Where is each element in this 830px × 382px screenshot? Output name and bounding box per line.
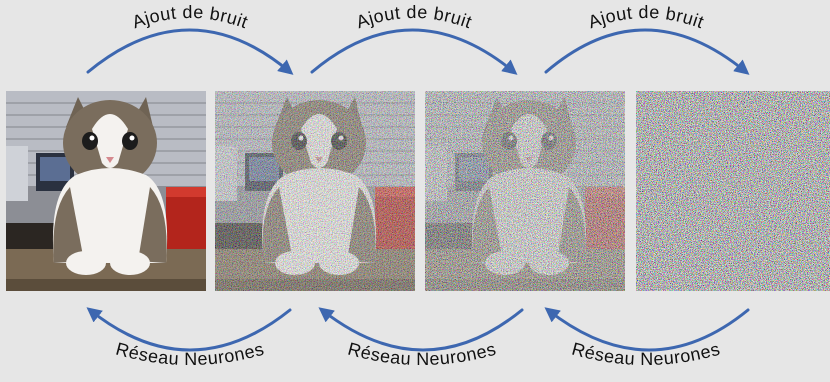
arrow-left-icon bbox=[318, 307, 524, 352]
arrow-right-icon bbox=[86, 28, 294, 75]
noisy-cat-image-1 bbox=[214, 90, 416, 292]
forward-label: Ajout de bruit bbox=[354, 2, 475, 32]
forward-label: Ajout de bruit bbox=[586, 2, 707, 32]
arrow-right-icon bbox=[310, 28, 518, 75]
noise-layer bbox=[636, 91, 830, 291]
noisy-cat-image-2 bbox=[424, 90, 626, 292]
forward-label: Ajout de bruit bbox=[130, 2, 251, 32]
backward-label: Réseau Neurones bbox=[114, 339, 267, 369]
backward-label: Réseau Neurones bbox=[570, 339, 723, 369]
backward-label: Réseau Neurones bbox=[346, 339, 499, 369]
noise-layer bbox=[425, 91, 625, 291]
arrow-right-icon bbox=[544, 28, 750, 75]
pure-noise-image bbox=[635, 90, 830, 292]
cat-photo bbox=[5, 90, 207, 292]
noise-layer bbox=[215, 91, 415, 291]
arrow-left-icon bbox=[544, 307, 750, 352]
arrow-left-icon bbox=[86, 307, 292, 352]
